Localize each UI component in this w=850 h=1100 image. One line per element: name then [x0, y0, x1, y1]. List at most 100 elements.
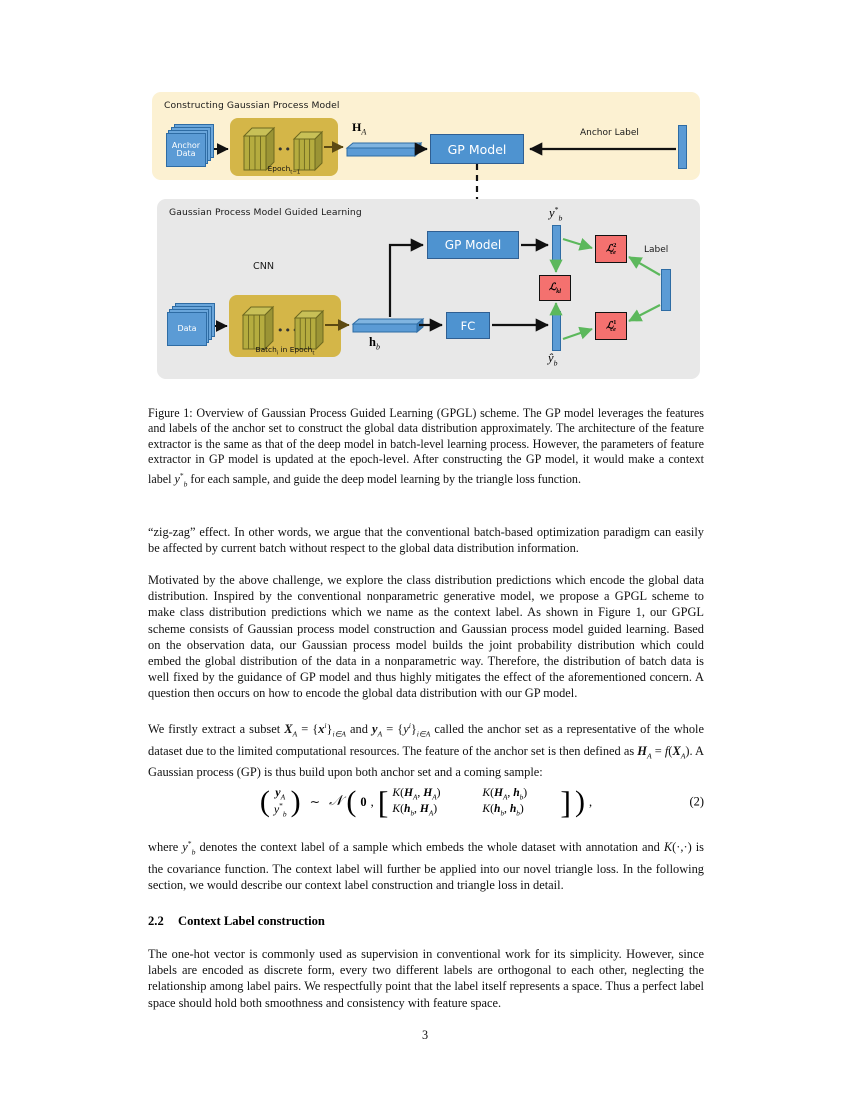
figure-1: Constructing Gaussian Process Model Anch…: [152, 92, 700, 392]
anchor-data-line1: Anchor: [171, 140, 201, 150]
page-number: 3: [421, 1028, 429, 1042]
ha-sub: A: [361, 127, 367, 137]
data-stack: Data: [167, 303, 217, 349]
ellipsis-dots: •••: [277, 324, 300, 337]
matrix-row: K(HA, HA) K(HA, hb): [392, 786, 556, 802]
gp-model-box-bottom[interactable]: GP Model: [427, 231, 519, 259]
para3-end: . A Gaussian process (GP) is thus build …: [148, 743, 705, 780]
equation-2-row: ( yA y*b ) ∼ 𝒩 ( 0, [ K(HA, HA) K(HA, hb…: [148, 778, 704, 826]
equation-lhs-vector: yA y*b: [274, 786, 287, 818]
eq-mean-zero: 0: [360, 794, 367, 809]
conv-cube: [239, 303, 275, 351]
feature-ha-label: HA: [352, 120, 366, 136]
loss-ce2-box: ℒ2ce: [595, 235, 627, 263]
anchor-set-math: XA = {xi}i∈A and yA = {yi}i∈A: [284, 721, 431, 739]
ground-truth-label-bar: [661, 269, 671, 311]
body-paragraph-2: Motivated by the above challenge, we exp…: [148, 572, 704, 713]
body-paragraph-5: The one-hot vector is commonly used as s…: [148, 946, 704, 1022]
top-panel-construct-gp: Constructing Gaussian Process Model Anch…: [152, 92, 700, 180]
conv-cube: [290, 128, 324, 172]
rparen: ): [290, 785, 301, 818]
anchor-label-bar: [678, 125, 687, 169]
hb-feature-slab: [351, 317, 425, 334]
gp-model-box-top[interactable]: GP Model: [430, 134, 524, 164]
data-sheet: [167, 312, 207, 346]
lparen2: (: [346, 785, 357, 818]
batch-caption-mid: in Epoch: [278, 344, 313, 354]
eq-trailing-comma: ,: [589, 794, 593, 809]
batch-epoch-caption: Batchi in Epocht: [229, 345, 341, 356]
figure-caption: Figure 1: Overview of Gaussian Process G…: [148, 406, 704, 489]
cnn-block: ••• Batchi in Epocht: [229, 295, 341, 357]
loss-kl-box: ℒkl: [539, 275, 571, 301]
conv-cube-shape: [293, 309, 325, 351]
anchor-data-line2: Data: [176, 149, 196, 158]
feature-def-math: HA = f(XA): [637, 743, 690, 761]
data-sheet: [166, 133, 206, 167]
bottom-panel-title: Gaussian Process Model Guided Learning: [169, 207, 362, 218]
conv-cube: [240, 124, 276, 172]
top-panel-arrows: [214, 141, 676, 156]
epoch-caption-top: Epocht−1: [230, 164, 338, 175]
anchor-data-label: Anchor Data: [166, 133, 206, 167]
loss-ce1-box: ℒ1ce: [595, 312, 627, 340]
para-one-hot: The one-hot vector is commonly used as s…: [148, 947, 704, 1010]
matrix-cell-12: K(HA, hb): [482, 785, 528, 802]
slab-shape: [351, 317, 425, 334]
eq-sim-symbol: ∼: [309, 795, 320, 809]
body-paragraph-1: “zig-zag” effect. In other words, we arg…: [148, 524, 704, 567]
conv-cube-shape: [292, 130, 324, 172]
conv-cube: [291, 307, 325, 351]
top-panel-title: Constructing Gaussian Process Model: [164, 100, 340, 111]
loss-ce2-text: ℒ2ce: [606, 241, 617, 257]
ellipsis-dots: •••: [277, 143, 300, 156]
fc-box[interactable]: FC: [446, 312, 490, 339]
rparen2: ): [575, 785, 586, 818]
ground-truth-label-text: Label: [644, 245, 669, 255]
ha-main: H: [352, 120, 362, 134]
eq-comma: ,: [370, 794, 374, 809]
feature-extractor-block-top: ••• Epocht−1: [230, 118, 338, 176]
matrix-cell-22: K(hb, hb): [482, 802, 524, 818]
matrix-cell-21: K(hb, HA): [392, 802, 438, 818]
loss-ce1-text: ℒ1ce: [606, 318, 617, 334]
epoch-caption-text: Epoch: [267, 163, 291, 173]
batch-caption-pre: Batch: [255, 344, 277, 354]
eq-lhs-top: yA: [275, 785, 286, 802]
body-paragraph-3: We firstly extract a subset XA = {xi}i∈A…: [148, 718, 704, 792]
eq-normal-symbol: 𝒩: [329, 794, 343, 809]
para3-pre: We firstly extract a subset: [148, 722, 285, 737]
loss-kl-text: ℒkl: [548, 281, 562, 295]
context-label-ystar: y*b: [549, 205, 563, 223]
para-zigzag: “zig-zag” effect. In other words, we arg…: [148, 525, 704, 556]
anchor-label-text: Anchor Label: [580, 128, 639, 138]
cnn-title: CNN: [253, 261, 275, 272]
batch-caption-sub2: t: [312, 350, 315, 356]
lbracket: [: [377, 784, 389, 820]
matrix-cell-11: K(HA, HA): [392, 785, 441, 802]
para-motivation: Motivated by the above challenge, we exp…: [148, 573, 704, 701]
conv-cube-shape: [241, 305, 275, 351]
para-context-label: where y*b denotes the context label of a…: [148, 839, 704, 892]
bottom-panel-guided-learning: Gaussian Process Model Guided Learning C…: [157, 199, 700, 379]
para-anchor-set: We firstly extract a subset XA = {xi}i∈A…: [148, 718, 704, 781]
eq-lhs-bottom: y*b: [273, 800, 287, 818]
prediction-label-yhat: ŷb: [548, 351, 558, 368]
conv-cube-shape: [242, 126, 276, 172]
epoch-caption-sub: t−1: [290, 169, 301, 175]
data-label: Data: [177, 323, 197, 333]
lparen: (: [259, 785, 270, 818]
section-number: 2.2: [148, 914, 164, 928]
batch-caption-sub1: i: [276, 350, 279, 356]
hb-label: hb: [369, 335, 380, 352]
equation-number: (2): [689, 794, 704, 809]
body-paragraph-4: where y*b denotes the context label of a…: [148, 836, 704, 904]
anchor-data-stack: Anchor Data: [166, 124, 216, 170]
bottom-panel-arrows: [215, 237, 661, 341]
matrix-row: K(hb, HA) K(hb, hb): [392, 802, 556, 818]
equation-2-body: ( yA y*b ) ∼ 𝒩 ( 0, [ K(HA, HA) K(HA, hb…: [260, 786, 592, 819]
rbracket: ]: [560, 784, 572, 820]
hb-main: h: [369, 335, 376, 349]
